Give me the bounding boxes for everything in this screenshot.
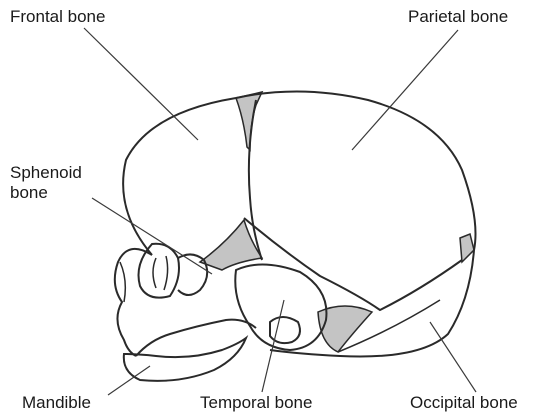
cranium-outline [123,91,475,356]
anterior-fontanelle [236,92,262,150]
label-frontal-bone: Frontal bone [10,7,105,27]
label-temporal-bone: Temporal bone [200,393,312,413]
nasal-bone [120,262,125,302]
face-outline [115,249,152,356]
mandible-shape [124,338,246,381]
posterior-fontanelle [460,234,474,262]
label-occipital-bone: Occipital bone [410,393,518,413]
leader-lines [84,28,476,395]
orbit-inner [153,256,168,290]
label-parietal-bone: Parietal bone [408,7,508,27]
squamosal-suture [244,218,462,310]
temporal-bone-shape [235,264,326,350]
label-mandible: Mandible [22,393,91,413]
leader-frontal [84,28,198,140]
leader-temporal [262,300,284,392]
leader-parietal [352,30,458,150]
label-sphenoid-bone: Sphenoid bone [10,163,110,203]
leader-occipital [430,322,476,392]
leader-sphenoid [92,198,212,274]
